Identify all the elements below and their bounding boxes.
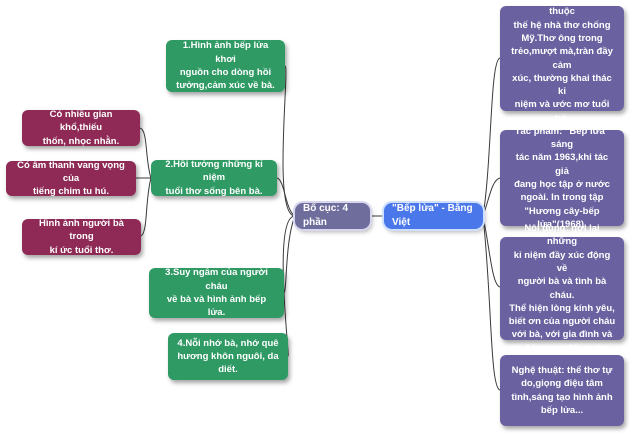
central-node-bep-lua[interactable]: "Bếp lửa" - Bằng Việt — [384, 203, 483, 229]
info-node-noi-dung[interactable]: Nội dung: gợi lại những kỉ niệm đầy xúc … — [500, 223, 624, 354]
section-node-4[interactable]: 4.Nỗi nhớ bà, nhớ quê hương khôn nguôi, … — [168, 333, 288, 380]
link-central-info-1 — [482, 57, 501, 217]
info-node-tac-gia[interactable]: Tác giả: Bằng Việt thuộc thế hệ nhà thơ … — [500, 0, 624, 124]
link-central-info-2 — [482, 177, 501, 217]
link-topic-section-2 — [276, 177, 296, 217]
memory-node-2[interactable]: Có âm thanh vang vọng của tiếng chim tu … — [6, 160, 136, 197]
memory-node-1[interactable]: Có nhiều gian khổ,thiếu thốn, nhọc nhằn. — [22, 109, 140, 147]
link-section2-memory-1 — [139, 127, 152, 179]
link-topic-section-3 — [283, 215, 296, 294]
topic-node-bo-cuc[interactable]: Bố cục: 4 phần — [295, 203, 370, 229]
link-section2-memory-3 — [140, 177, 152, 237]
section-node-2[interactable]: 2.Hồi tưởng những kỉ niệm tuổi thơ sống … — [151, 159, 277, 197]
link-central-info-4 — [482, 215, 501, 391]
info-node-nghe-thuat[interactable]: Nghệ thuật: thể thơ tự do,giọng điệu tâm… — [500, 355, 624, 426]
memory-node-3[interactable]: Hình ảnh người bà trong kí ức tuổi thơ. — [22, 218, 141, 256]
link-central-info-3 — [482, 215, 501, 288]
section-node-1[interactable]: 1.Hình ảnh bếp lửa khơi nguồn cho dòng h… — [166, 40, 285, 92]
link-topic-section-1 — [282, 65, 296, 217]
info-node-tac-pham[interactable]: Tác phẩm: "Bếp lửa" sáng tác năm 1963,kh… — [500, 126, 624, 230]
section-node-3[interactable]: 3.Suy ngẫm của người cháu về bà và hình … — [149, 267, 284, 318]
